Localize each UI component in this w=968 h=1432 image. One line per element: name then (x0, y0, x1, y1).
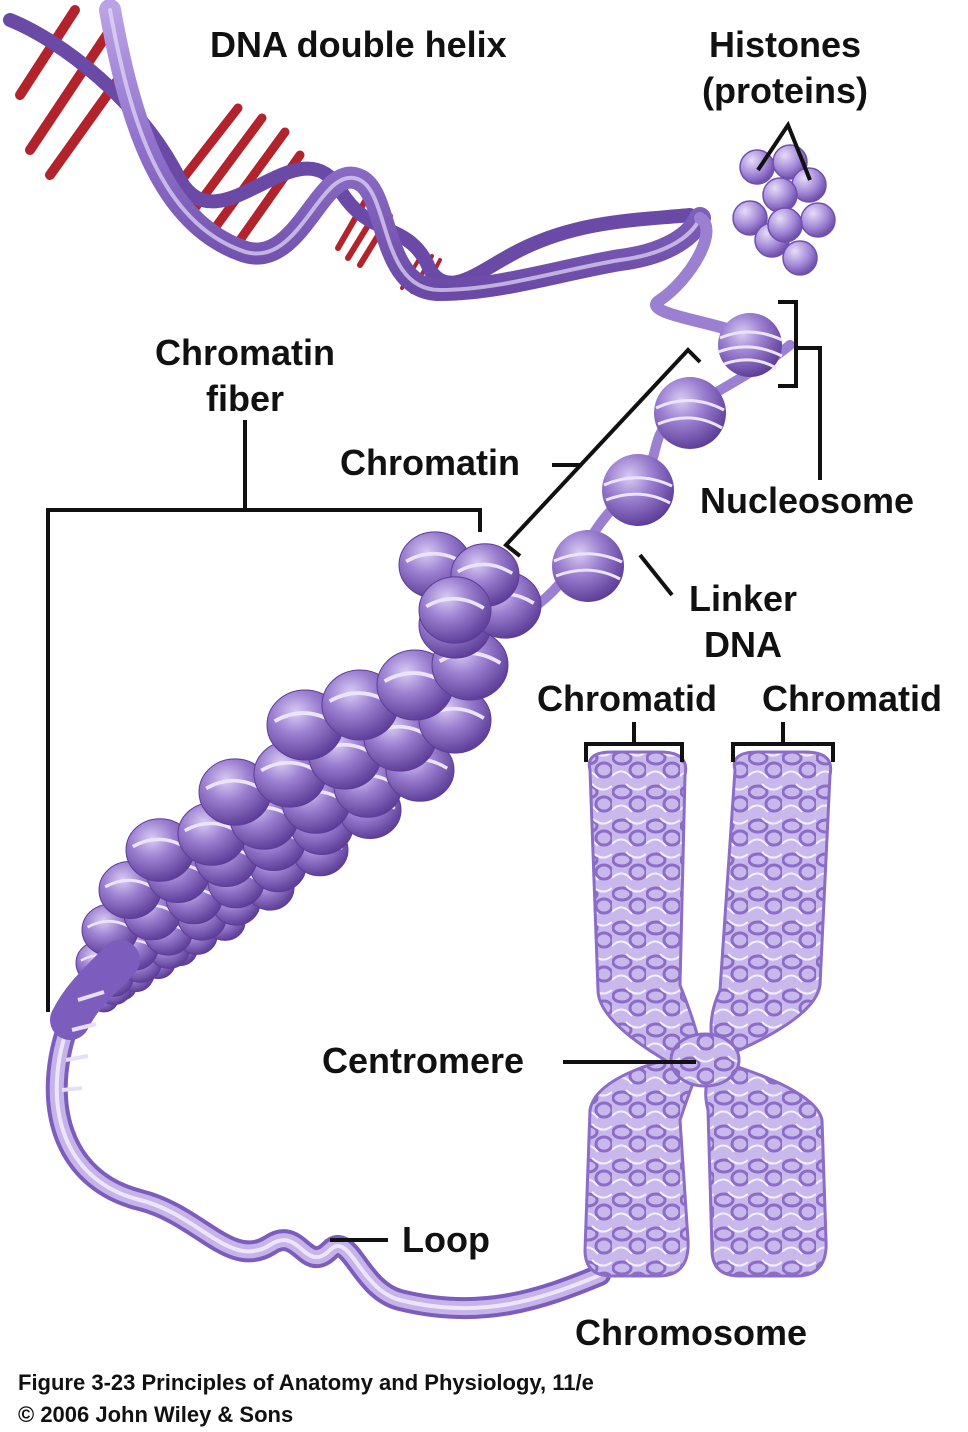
nucleosome-top (717, 313, 783, 377)
label-chromatin-fiber: Chromatin fiber (140, 330, 350, 422)
chromatin-fiber (75, 531, 542, 1013)
nucleosome-bead (552, 530, 624, 602)
fiber-bead-wrap (456, 562, 514, 575)
chromatin-strand (525, 313, 795, 615)
chromatid-left (583, 750, 704, 1278)
label-chromatid-left: Chromatid (537, 678, 717, 719)
label-dna-double-helix: DNA double helix (210, 24, 507, 65)
chromatid-right (704, 750, 833, 1278)
label-nucleosome: Nucleosome (700, 480, 915, 521)
chromosome (583, 750, 833, 1278)
chromatid-left-bracket (584, 722, 684, 762)
label-loop: Loop (402, 1219, 490, 1260)
linker-dna-leader (638, 553, 674, 597)
dna-double-helix (3, 0, 736, 336)
label-linker-dna-line2: DNA (704, 624, 782, 665)
nucleosome-bead (654, 377, 726, 449)
nucleosome-bead (602, 454, 674, 526)
chromatin-bracket (503, 347, 702, 558)
label-linker-dna: Linker DNA (678, 576, 808, 668)
nucleosome-bracket (778, 300, 822, 480)
loop-strand (45, 940, 611, 1320)
label-chromatid-right: Chromatid (762, 678, 942, 719)
chromatid-right-bracket (731, 722, 835, 762)
fiber-bead (418, 576, 492, 644)
label-centromere: Centromere (322, 1040, 525, 1081)
histones-leader (756, 120, 812, 181)
label-histones: Histones (proteins) (690, 22, 880, 114)
label-chromatin-fiber-line1: Chromatin (155, 332, 335, 373)
figure-caption-line1: Figure 3-23 Principles of Anatomy and Ph… (18, 1370, 594, 1395)
label-chromosome: Chromosome (575, 1312, 808, 1353)
chromatin-fiber-bracket (46, 420, 482, 1012)
label-histones-line1: Histones (708, 24, 862, 65)
label-linker-dna-line1: Linker (688, 578, 798, 619)
label-chromatin: Chromatin (340, 442, 520, 483)
fiber-bead-wrap (425, 596, 485, 610)
figure-caption-line2: © 2006 John Wiley & Sons (18, 1402, 294, 1427)
histone-cluster (732, 144, 836, 276)
label-histones-line2: (proteins) (702, 70, 868, 111)
label-chromatin-fiber-line2: fiber (205, 378, 284, 419)
